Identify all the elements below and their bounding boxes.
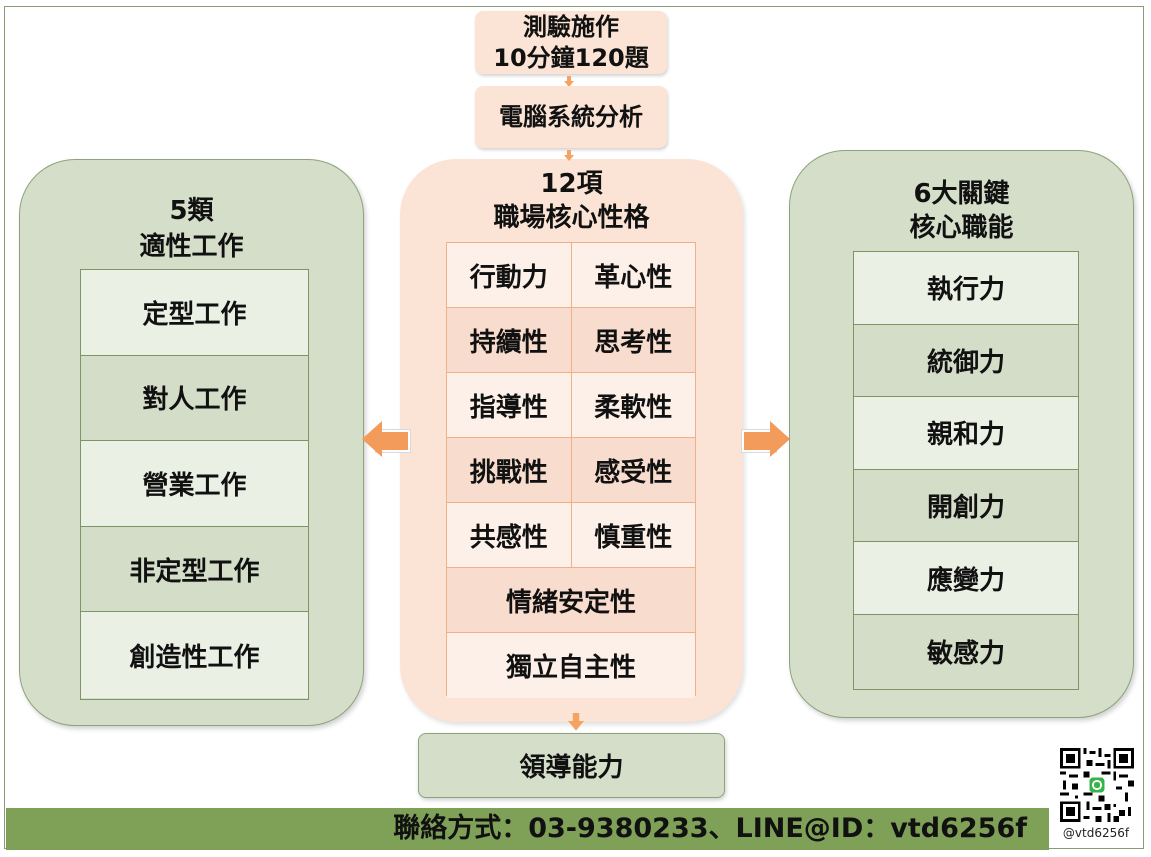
down-arrow-icon — [568, 713, 584, 731]
competency-title-line2: 核心職能 — [909, 213, 1014, 243]
list-item: 執行力 — [854, 252, 1078, 325]
down-arrow-icon — [564, 150, 574, 161]
grid-cell: 慎重性 — [570, 503, 695, 567]
list-item: 統御力 — [854, 324, 1078, 398]
aptitude-work-list: 定型工作 對人工作 營業工作 非定型工作 創造性工作 — [80, 269, 309, 700]
core-competency-list: 執行力 統御力 親和力 開創力 應變力 敏感力 — [853, 251, 1079, 690]
personality-grid: 行動力 革心性 持續性 思考性 指導性 柔軟性 挑戰性 感受性 共感性 慎重性 … — [446, 242, 696, 698]
right-arrow-icon — [742, 421, 790, 457]
list-item: 營業工作 — [81, 441, 308, 527]
aptitude-title-line2: 適性工作 — [139, 232, 244, 262]
grid-cell: 革心性 — [570, 243, 695, 307]
qr-code-icon[interactable] — [1060, 748, 1134, 822]
list-item: 開創力 — [854, 469, 1078, 543]
step-test-line1: 測驗施作 — [523, 12, 619, 41]
list-item: 敏感力 — [854, 614, 1078, 688]
grid-row: 挑戰性 感受性 — [447, 438, 695, 503]
aptitude-title-line1: 5類 — [169, 196, 214, 226]
grid-cell: 柔軟性 — [570, 373, 695, 437]
step-test-administration: 測驗施作 10分鐘120題 — [475, 11, 667, 74]
step-test-line2: 10分鐘120題 — [493, 43, 649, 72]
core-title-line2: 職場核心性格 — [493, 203, 650, 233]
grid-cell: 持續性 — [447, 308, 571, 372]
grid-cell-wide: 情緒安定性 — [447, 568, 695, 632]
list-item: 非定型工作 — [81, 526, 308, 613]
grid-row: 行動力 革心性 — [447, 243, 695, 308]
step-system-analysis: 電腦系統分析 — [475, 86, 667, 148]
leadership-box: 領導能力 — [418, 733, 725, 798]
list-item: 親和力 — [854, 397, 1078, 470]
list-item: 定型工作 — [81, 270, 308, 356]
contact-bar: 聯絡方式：03-9380233、LINE@ID：vtd6256f — [6, 808, 1049, 850]
grid-row: 獨立自主性 — [447, 633, 695, 698]
grid-cell: 行動力 — [447, 243, 571, 307]
list-item: 對人工作 — [81, 355, 308, 442]
grid-row: 指導性 柔軟性 — [447, 373, 695, 438]
qr-caption: @vtd6256f — [1062, 826, 1130, 840]
grid-row: 持續性 思考性 — [447, 308, 695, 373]
core-title-line1: 12項 — [540, 169, 603, 199]
grid-cell: 挑戰性 — [447, 438, 571, 502]
grid-cell: 指導性 — [447, 373, 571, 437]
contact-info: 聯絡方式：03-9380233、LINE@ID：vtd6256f — [393, 813, 1027, 844]
grid-cell-wide: 獨立自主性 — [447, 633, 695, 698]
list-item: 應變力 — [854, 542, 1078, 615]
grid-cell: 共感性 — [447, 503, 571, 567]
list-item: 創造性工作 — [81, 612, 308, 698]
grid-row: 共感性 慎重性 — [447, 503, 695, 568]
left-arrow-icon — [362, 421, 410, 457]
competency-title-line1: 6大關鍵 — [913, 179, 1010, 209]
grid-cell: 思考性 — [570, 308, 695, 372]
down-arrow-icon — [564, 76, 574, 87]
grid-row: 情緒安定性 — [447, 568, 695, 633]
grid-cell: 感受性 — [570, 438, 695, 502]
core-personality-title: 12項 職場核心性格 — [400, 167, 743, 235]
